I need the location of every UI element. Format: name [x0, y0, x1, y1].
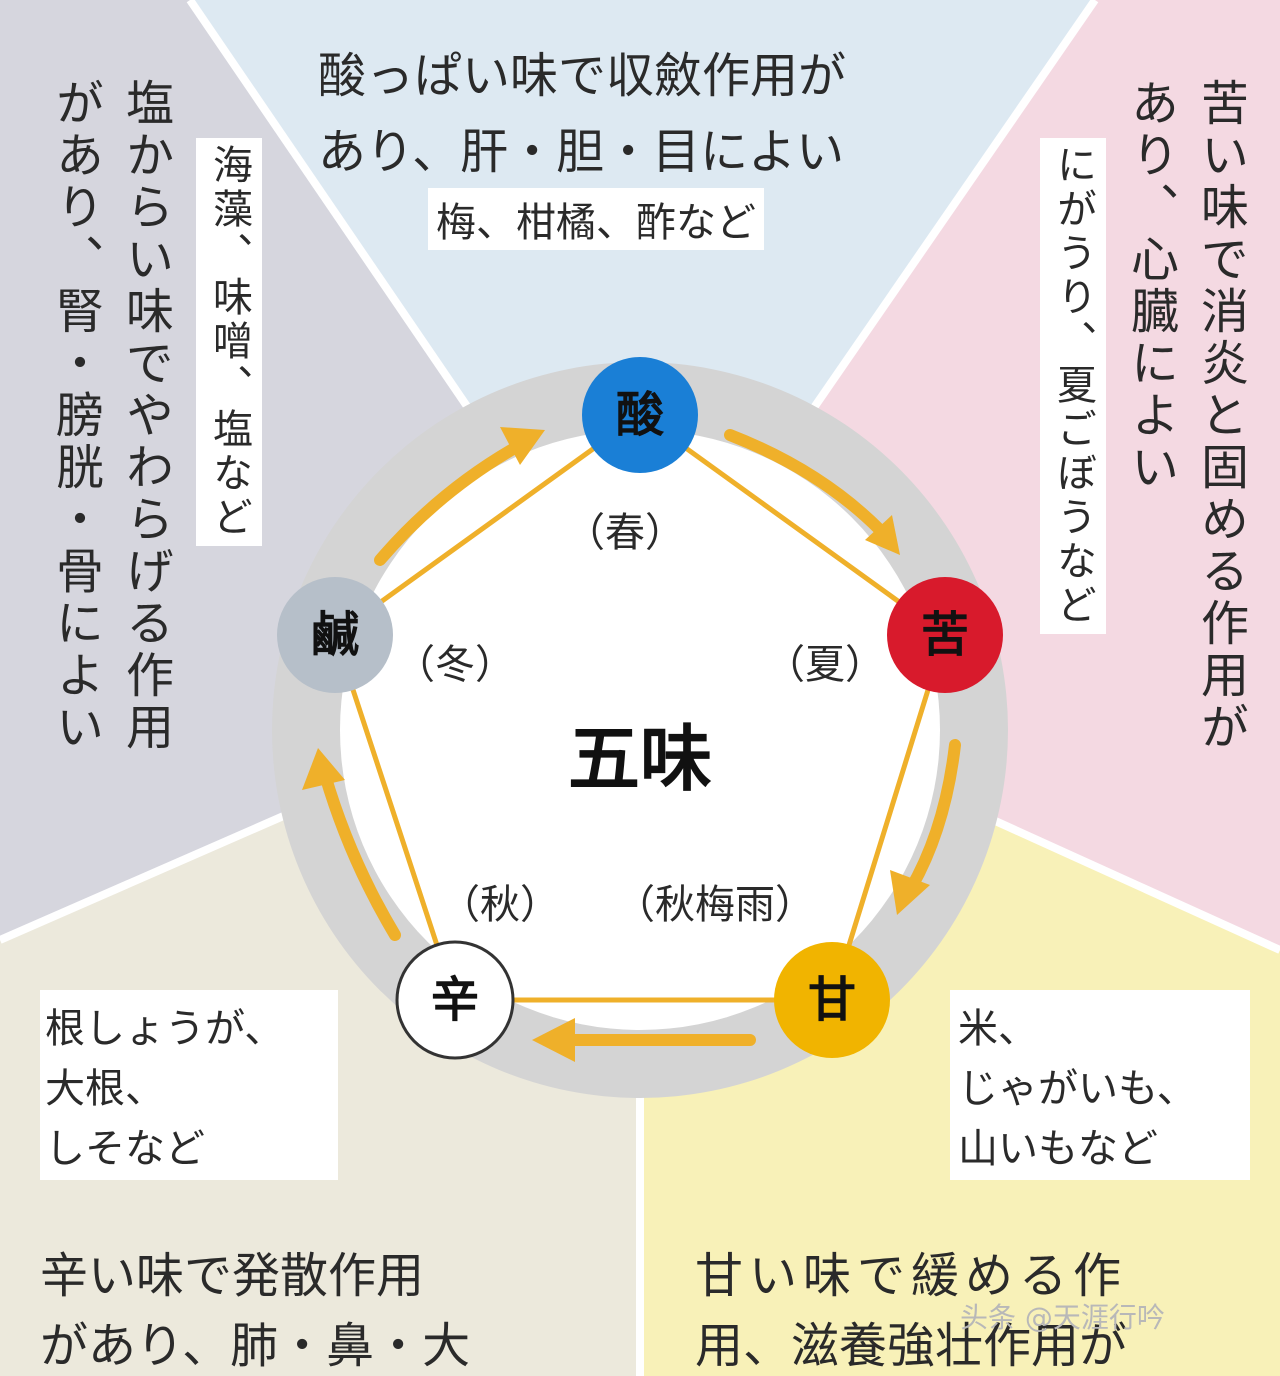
- arrowhead-salty-to-sour: [500, 427, 545, 465]
- sour-description-line1: 酸っぱい味で収斂作用が: [318, 48, 847, 104]
- bitter-node: [887, 577, 1003, 693]
- arrow-sour-to-bitter: [724, 429, 886, 536]
- arrowhead-pungent-to-salty: [302, 748, 345, 790]
- sweet-description-line2: 用、滋養強壮作用が: [695, 1318, 1128, 1374]
- salty-node: [277, 577, 393, 693]
- sour-sector: [190, 0, 1095, 660]
- bitter-description-col2: あり、心臓によい: [1122, 78, 1178, 494]
- pungent-description-line2: があり、肺・鼻・大: [40, 1318, 471, 1374]
- arrowhead-sour-to-bitter: [865, 515, 900, 555]
- inner-disc: [340, 430, 940, 1030]
- bitter-foods: にがうり、夏ごぼうなど: [1040, 138, 1106, 634]
- sweet-foods-line1: 米、: [958, 1006, 1038, 1052]
- sour-season: （春）: [565, 510, 685, 556]
- salty-season: （冬）: [395, 642, 515, 688]
- pungent-foods-line1: 根しょうが、: [45, 1006, 285, 1052]
- watermark: 头条 @天涯行吟: [960, 1301, 1165, 1334]
- bitter-description-col1: 苦い味で消炎と固める作用が: [1192, 78, 1248, 754]
- pungent-foods-line2: 大根、: [45, 1066, 165, 1112]
- sour-node-label: 酸: [615, 387, 664, 443]
- pungent-foods-box: [40, 990, 338, 1180]
- sweet-foods-box: [950, 990, 1250, 1180]
- sweet-foods-line3: 山いもなど: [958, 1126, 1158, 1172]
- arrow-salty-to-sour: [374, 439, 526, 566]
- sweet-node: [774, 942, 890, 1058]
- pungent-season: （秋）: [440, 882, 560, 928]
- salty-node-label: 鹹: [310, 607, 359, 663]
- salty-description-col2: があり、腎・膀胱・骨によい: [47, 78, 103, 754]
- sour-foods: 梅、柑橘、酢など: [428, 188, 764, 250]
- salty-description-col1: 塩からい味でやわらげる作用: [117, 78, 173, 754]
- sweet-foods-line2: じゃがいも、: [958, 1066, 1197, 1112]
- arrow-pungent-to-salty: [319, 769, 401, 941]
- arrowhead-bitter-to-sweet: [890, 870, 930, 915]
- pungent-description-line1: 辛い味で発散作用: [40, 1248, 425, 1304]
- pungent-foods-line3: しそなど: [45, 1126, 205, 1172]
- arrowheads: [302, 427, 930, 1062]
- sweet-description-line1: 甘い味で緩める作: [695, 1248, 1128, 1304]
- sour-node: [582, 357, 698, 473]
- cycle-arrows: [319, 429, 961, 1046]
- pentagon: [332, 411, 948, 1003]
- bitter-season: （夏）: [765, 642, 885, 688]
- arrow-bitter-to-sweet: [904, 739, 961, 896]
- sweet-season: （秋梅雨）: [615, 882, 815, 928]
- bitter-node-label: 苦: [920, 607, 969, 663]
- sweet-node-label: 甘: [807, 972, 856, 1028]
- pungent-node-label: 辛: [430, 972, 479, 1028]
- arrowhead-sweet-to-pungent: [532, 1018, 575, 1062]
- center-title: 五味: [567, 717, 712, 801]
- sour-description-line2: あり、肝・胆・目によい: [318, 124, 845, 180]
- salty-foods: 海藻、味噌、塩など: [196, 138, 262, 546]
- pungent-node: [395, 940, 515, 1060]
